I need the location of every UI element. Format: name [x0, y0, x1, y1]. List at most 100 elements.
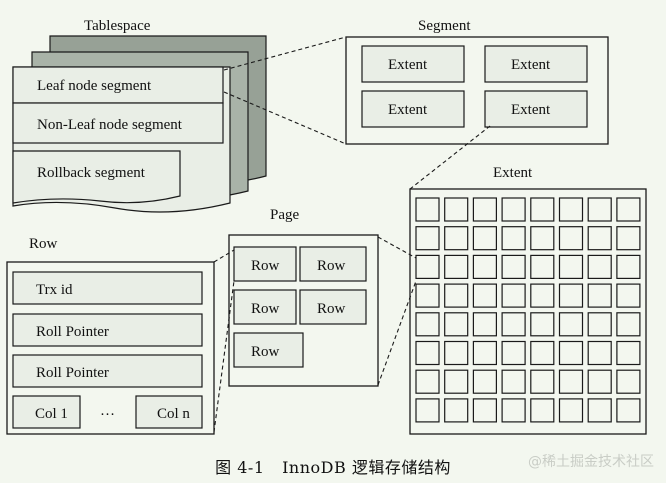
extent-grid-frame — [409, 188, 647, 435]
extent-page-cell — [444, 283, 469, 308]
extent-page-cell — [558, 226, 584, 251]
extent-page-cell — [415, 226, 440, 251]
extent-page-cell — [616, 226, 641, 251]
extent-page-cell — [501, 197, 526, 222]
figure-caption: 图 4-1 InnoDB 逻辑存储结构 — [0, 454, 666, 478]
extent-page-cell — [501, 254, 526, 279]
extent-page-cell — [444, 312, 469, 337]
leaf-node-segment-box — [12, 66, 224, 104]
roll-pointer-field-label-2: Roll Pointer — [36, 365, 109, 381]
trx-id-field-label: Trx id — [36, 282, 73, 298]
extent-page-cell — [472, 226, 497, 251]
extent-page-cell — [444, 398, 469, 423]
extent-page-cell — [415, 398, 440, 423]
extent-page-cell — [558, 398, 584, 423]
figure-title: InnoDB 逻辑存储结构 — [282, 458, 451, 477]
extent-page-cell — [501, 340, 526, 366]
extent-group: Extent — [409, 165, 647, 435]
extent-page-cell — [587, 283, 612, 308]
extent-page-cell — [501, 398, 526, 423]
non-leaf-node-segment-label: Non-Leaf node segment — [37, 117, 183, 133]
extent-page-cell — [616, 254, 641, 279]
col-n-field-label: Col n — [157, 406, 190, 422]
extent-page-cell — [415, 197, 440, 222]
extent-page-cell — [616, 369, 641, 394]
extent-page-cell — [415, 340, 440, 366]
extent-page-cell — [558, 254, 584, 279]
extent-page-cell — [558, 197, 584, 222]
segment-group: Segment Extent Extent Extent Extent — [345, 18, 609, 145]
page-row-label-3: Row — [251, 301, 280, 317]
extent-page-cell — [587, 312, 612, 337]
rollback-segment-box — [12, 150, 181, 204]
extent-page-cell — [444, 197, 469, 222]
leaf-node-segment-label: Leaf node segment — [37, 78, 152, 94]
extent-label-4: Extent — [511, 102, 551, 118]
extent-page-cell — [587, 340, 612, 366]
extent-page-cell — [444, 254, 469, 279]
tablespace-group: Tablespace Leaf node segment Non-Leaf no… — [12, 18, 267, 213]
page-row-box-5 — [233, 332, 304, 368]
extent-label-1: Extent — [388, 57, 428, 73]
extent-box-3 — [361, 90, 465, 128]
roll-pointer-field-label-1: Roll Pointer — [36, 324, 109, 340]
roll-pointer-field-box-2 — [12, 354, 203, 388]
page-row-label-2: Row — [317, 258, 346, 274]
extent-page-cell — [587, 197, 612, 222]
extent-page-cell — [587, 254, 612, 279]
extent-page-cell — [558, 283, 584, 308]
extent-page-cell — [415, 312, 440, 337]
extent-page-cell — [501, 283, 526, 308]
connector-segment-top — [223, 36, 347, 71]
extent-page-cell — [530, 226, 555, 251]
extent-label-2: Extent — [511, 57, 551, 73]
roll-pointer-field-box-1 — [12, 313, 203, 347]
extent-page-cell — [444, 340, 469, 366]
page-row-box-1 — [233, 246, 297, 282]
figure-number: 图 4-1 — [215, 458, 265, 477]
non-leaf-node-segment-box — [12, 102, 224, 144]
extent-page-cell — [587, 226, 612, 251]
extent-page-cell — [530, 312, 555, 337]
col-ellipsis: … — [100, 403, 115, 419]
rollback-segment-label: Rollback segment — [37, 165, 146, 181]
extent-page-cell — [472, 197, 497, 222]
extent-page-cell — [472, 254, 497, 279]
extent-page-cell — [415, 254, 440, 279]
extent-page-cell — [501, 369, 526, 394]
extent-page-cell — [616, 340, 641, 366]
extent-page-cell — [472, 369, 497, 394]
extent-box-4 — [484, 90, 588, 128]
page-row-label-5: Row — [251, 344, 280, 360]
extent-page-cell — [616, 398, 641, 423]
page-row-label-1: Row — [251, 258, 280, 274]
extent-page-cell — [558, 369, 584, 394]
extent-page-cell — [530, 197, 555, 222]
col-n-field-box — [135, 395, 203, 429]
row-group: Row Trx id Roll Pointer Roll Pointer Col… — [6, 236, 215, 435]
page-title: Page — [270, 207, 300, 223]
extent-page-cell — [501, 312, 526, 337]
extent-page-cell — [587, 369, 612, 394]
connector-extent-left — [409, 125, 491, 190]
connector-row-top — [213, 249, 235, 263]
page-group: Page Row Row Row Row Row — [228, 207, 379, 387]
extent-page-cell — [530, 254, 555, 279]
segment-title: Segment — [418, 18, 471, 34]
extent-box-1 — [361, 45, 465, 83]
extent-page-cell — [616, 283, 641, 308]
extent-page-cell — [415, 283, 440, 308]
connector-segment-bottom — [223, 91, 347, 145]
extent-page-cell — [530, 398, 555, 423]
page-row-box-2 — [299, 246, 367, 282]
col-1-field-box — [12, 395, 81, 429]
extent-title: Extent — [493, 165, 533, 181]
extent-page-cell — [501, 226, 526, 251]
page-row-label-4: Row — [317, 301, 346, 317]
page-row-box-3 — [233, 289, 297, 325]
extent-page-cell — [472, 283, 497, 308]
page-row-box-4 — [299, 289, 367, 325]
connector-page-top — [377, 236, 417, 259]
extent-page-cell — [415, 369, 440, 394]
extent-page-cell — [558, 312, 584, 337]
